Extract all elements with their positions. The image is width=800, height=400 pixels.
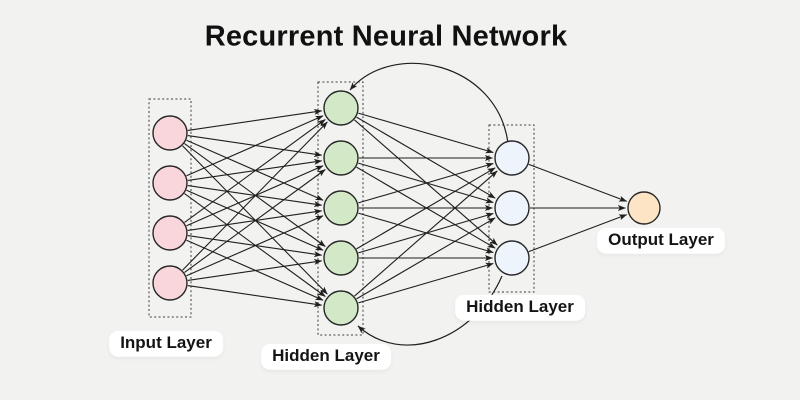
connection-line <box>356 217 496 300</box>
hidden2-neuron <box>494 240 530 276</box>
neurons <box>152 90 661 326</box>
connection-line <box>186 215 324 277</box>
layer-box-hidden1 <box>317 81 364 336</box>
input-neuron <box>152 265 188 301</box>
recurrent-top-arrow <box>349 62 509 144</box>
connection-line <box>528 163 628 202</box>
hidden1-neuron <box>323 90 359 126</box>
layer-box-input <box>148 98 192 318</box>
connection-line <box>187 108 323 131</box>
connection-lines <box>182 108 628 308</box>
hidden1-neuron <box>323 240 359 276</box>
connection-line <box>187 258 323 281</box>
connection-line <box>358 162 494 204</box>
input-neuron <box>152 115 188 151</box>
hidden2-neuron <box>494 140 530 176</box>
diagram-title: Recurrent Neural Network <box>204 20 568 53</box>
label-hidden-layer-1: Hidden Layer <box>261 343 391 371</box>
label-input-layer: Input Layer <box>109 330 223 358</box>
connection-line <box>356 167 496 250</box>
hidden1-neuron <box>323 190 359 226</box>
connection-line <box>184 119 326 223</box>
connection-line <box>358 112 494 154</box>
input-neuron <box>152 215 188 251</box>
connection-line <box>186 115 324 177</box>
connection-line <box>354 170 498 297</box>
input-neuron <box>152 165 188 201</box>
connection-line <box>182 121 328 271</box>
connection-line <box>184 169 326 273</box>
label-hidden-layer-2: Hidden Layer <box>455 294 585 322</box>
connection-line <box>358 262 494 304</box>
label-output-layer: Output Layer <box>597 227 725 255</box>
hidden2-neuron <box>494 190 530 226</box>
output-neuron <box>627 191 661 225</box>
connection-line <box>528 214 628 253</box>
hidden1-neuron <box>323 140 359 176</box>
hidden1-neuron <box>323 290 359 326</box>
connection-line <box>187 285 323 308</box>
